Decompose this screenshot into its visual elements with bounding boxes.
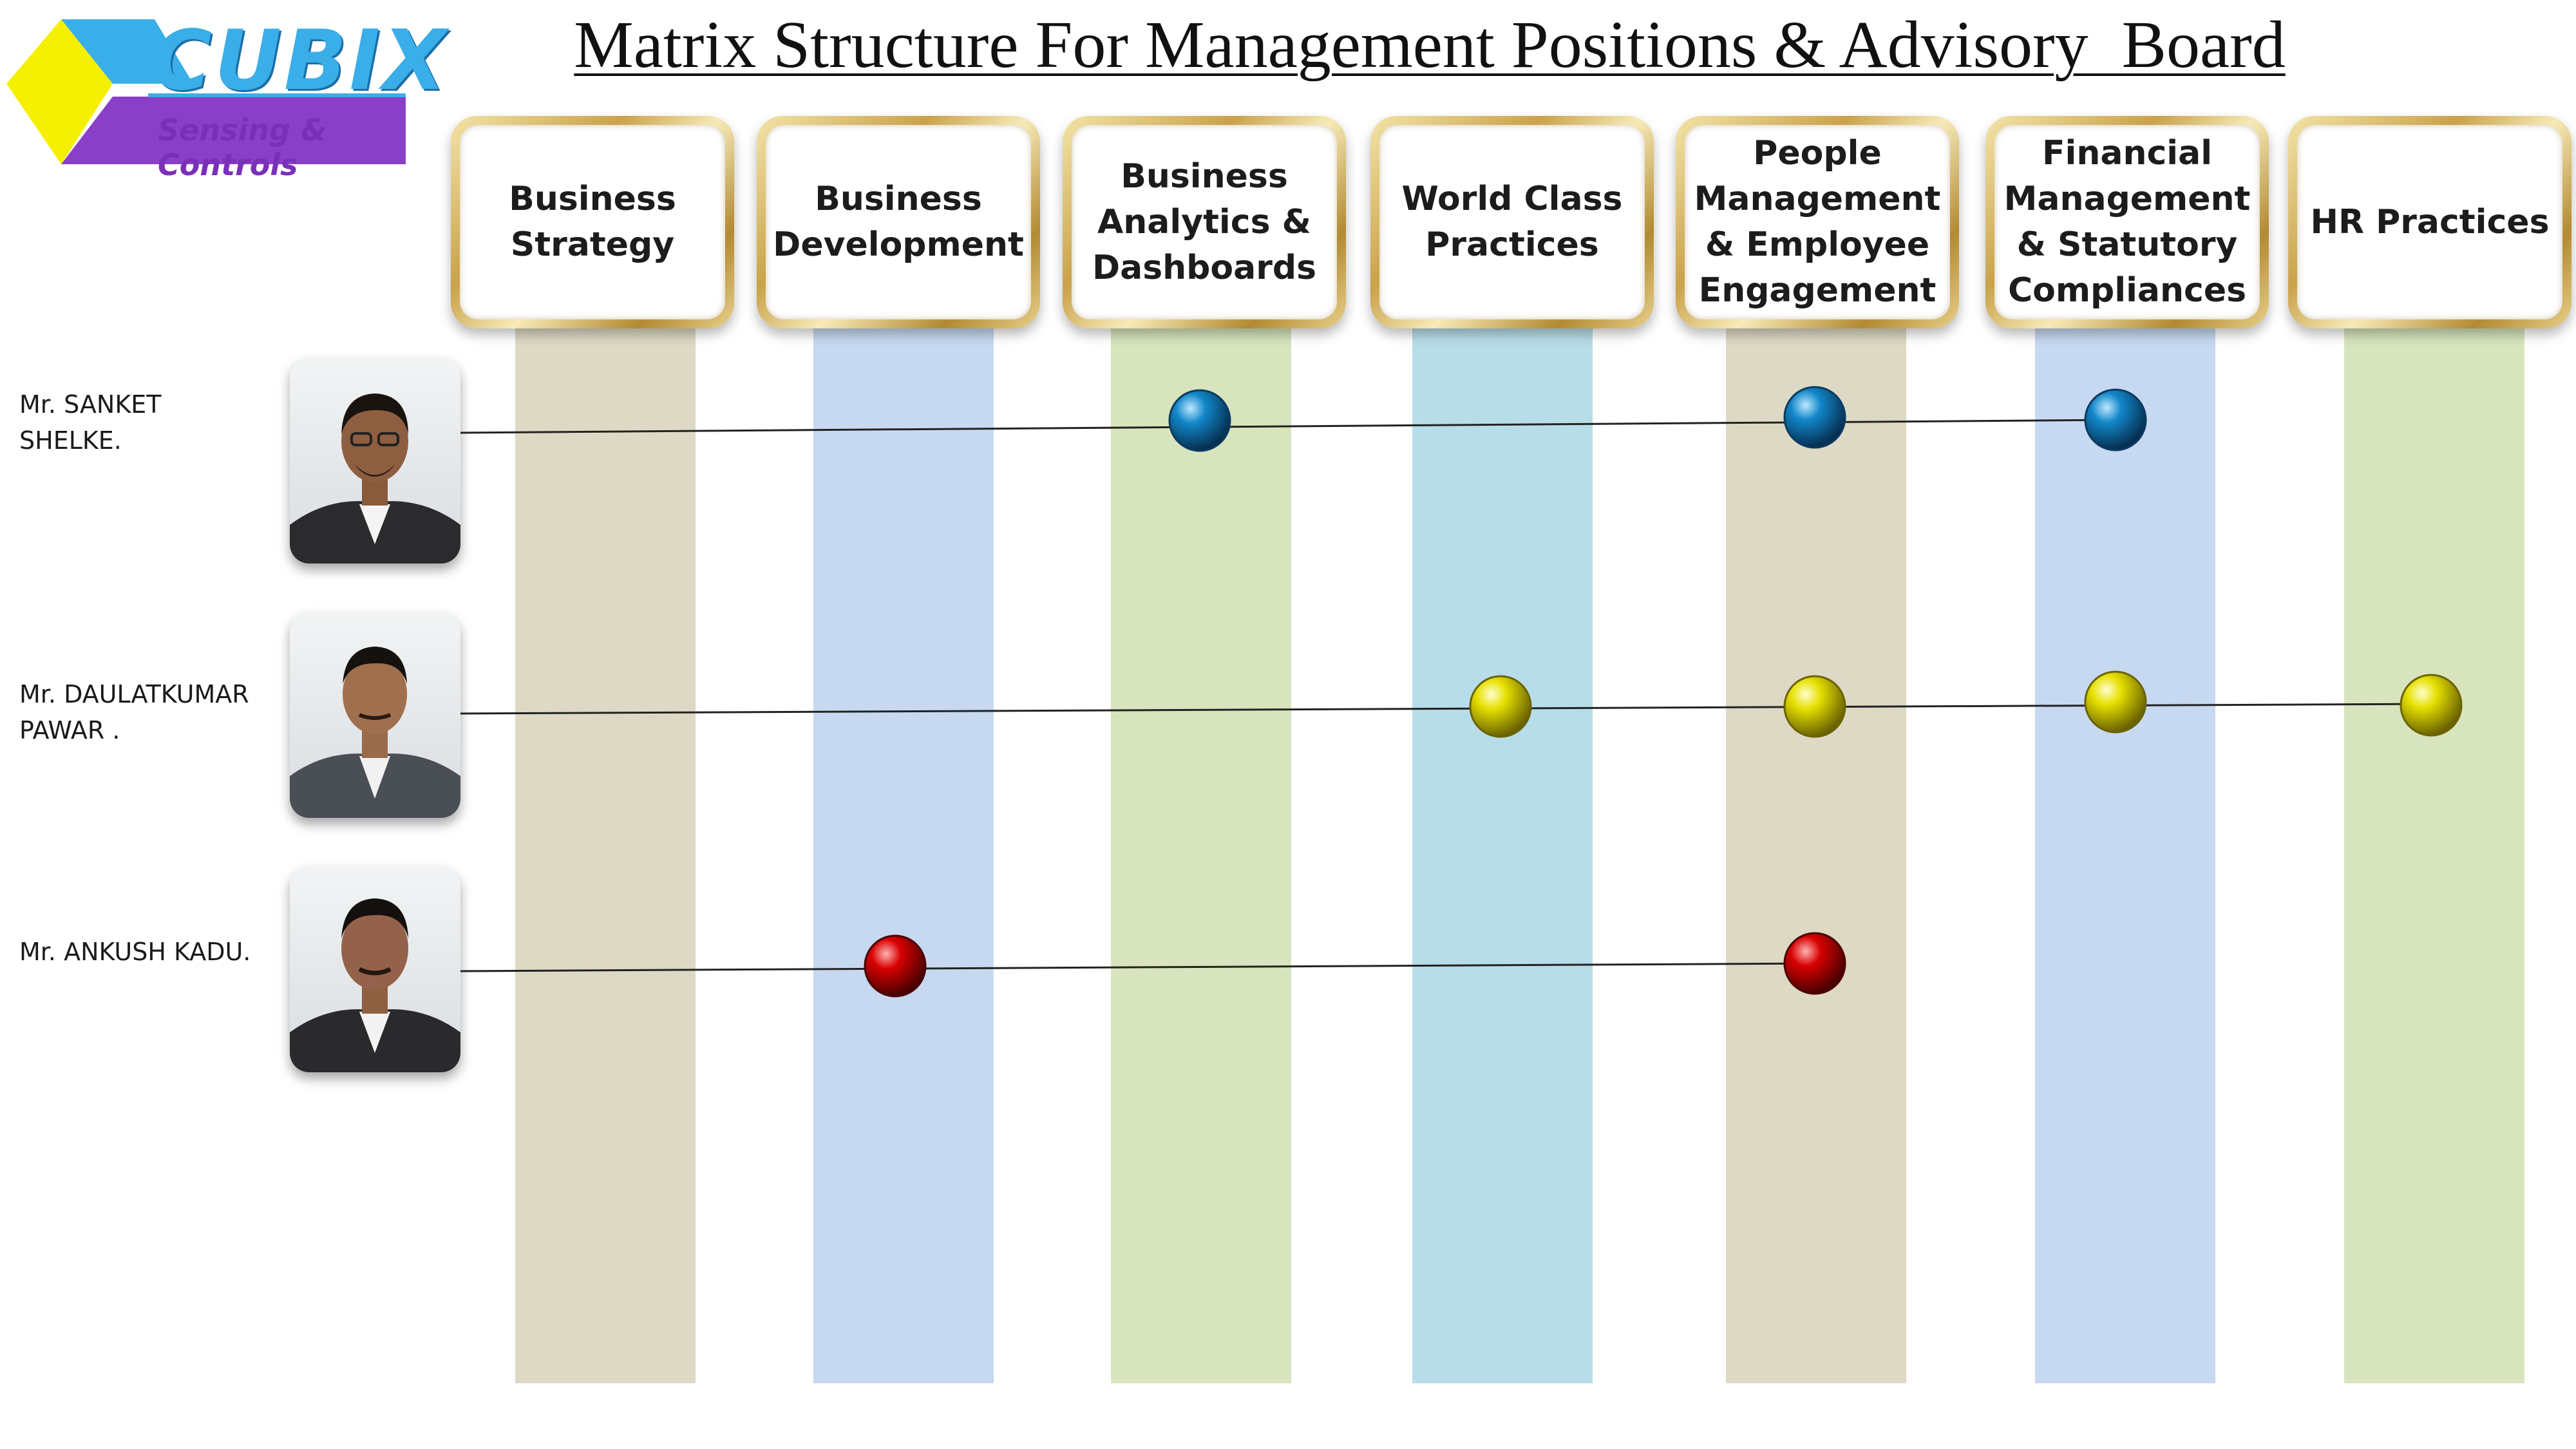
logo-divider [148,93,406,97]
column-header-business-analytics: Business Analytics & Dashboards [1063,116,1346,328]
column-header-label: People Management & Employee Engagement [1694,134,1941,310]
column-header-people-management: People Management & Employee Engagement [1676,116,1959,328]
column-header-business-strategy: Business Strategy [451,116,734,328]
person-photo-icon [290,866,460,1072]
column-header-label: Business Development [773,180,1024,264]
column-header-business-development: Business Development [757,116,1040,328]
avatar-daulatkumar-pawar [290,612,460,818]
cubix-logo: CUBIX Sensing & Controls [0,13,446,182]
logo-tagline: Sensing & Controls [158,113,327,182]
logo-blue-band [61,19,193,84]
column-bar-hr-practices [2344,309,2524,1383]
person-name-ankush-kadu: Mr. ANKUSH KADU. [19,938,251,966]
person-name-daulatkumar-pawar: Mr. DAULATKUMAR PAWAR . [19,680,249,744]
avatar-sanket-shelke [290,357,460,564]
column-header-label: Financial Management & Statutory Complia… [2003,134,2251,310]
column-header-label: HR Practices [2310,202,2550,242]
page-title: Matrix Structure For Management Position… [574,8,2286,82]
column-bar-financial-management [2035,309,2215,1383]
logo-brand: CUBIX [151,13,449,109]
column-header-hr-practices: HR Practices [2288,116,2571,328]
avatar-ankush-kadu [290,866,460,1072]
person-photo-icon [290,357,460,564]
column-bar-business-development [813,309,994,1383]
column-bar-business-strategy [515,309,696,1383]
person-photo-icon [290,612,460,818]
column-header-label: Business Strategy [509,180,676,264]
column-header-financial-management: Financial Management & Statutory Complia… [1985,116,2269,328]
column-bar-people-management [1726,309,1906,1383]
logo-shapes [6,19,406,164]
column-header-world-class-practices: World Class Practices [1370,116,1654,328]
column-bar-business-analytics [1111,309,1291,1383]
logo-purple-band [61,97,406,164]
column-bar-world-class-practices [1412,309,1593,1383]
column-header-label: World Class Practices [1401,180,1623,264]
column-header-label: Business Analytics & Dashboards [1092,156,1317,287]
logo-yellow-diamond [6,19,113,164]
person-name-sanket-shelke: Mr. SANKET SHELKE. [19,390,162,455]
